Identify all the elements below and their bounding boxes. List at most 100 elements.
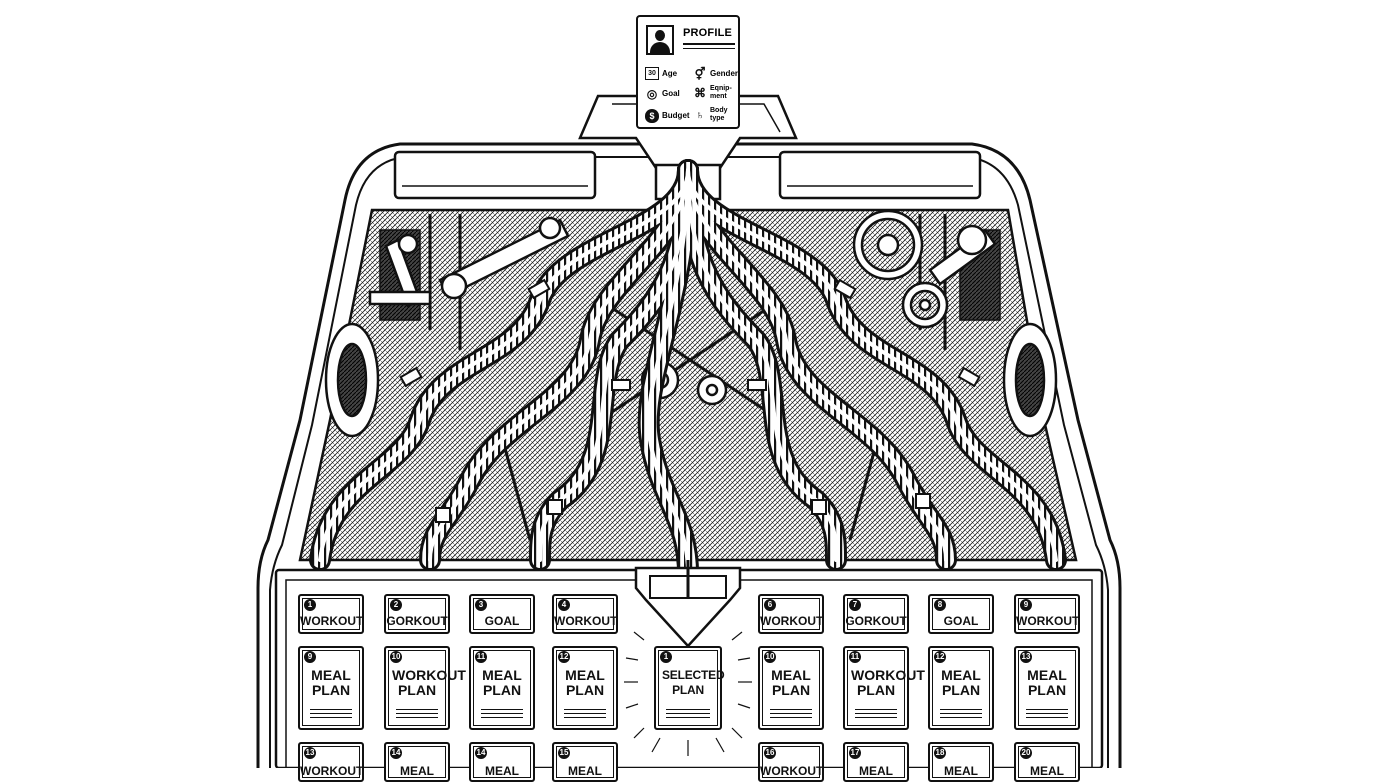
card-number-badge: 4 — [558, 599, 570, 611]
card-label: MEAL — [485, 764, 519, 778]
body-type-icon: ♄ — [695, 108, 705, 122]
conveyor-tracks — [309, 159, 1067, 591]
card-text-lines — [855, 706, 897, 718]
card-number-badge: 11 — [849, 651, 861, 663]
card-label: MEAL — [400, 764, 434, 778]
card-number-badge: 13 — [1020, 651, 1032, 663]
card-label: WORKOUT PLAN — [851, 667, 925, 698]
card-number-badge: 16 — [764, 747, 776, 759]
card-number-badge: 9 — [1020, 599, 1032, 611]
gender-icon: ⚥ — [694, 67, 706, 81]
card-label: GORKOUT — [386, 614, 448, 628]
card-number-badge: 3 — [475, 599, 487, 611]
card-number-badge: 7 — [849, 599, 861, 611]
card-label: WORKOUT — [760, 614, 824, 628]
card-label: MEAL PLAN — [482, 667, 522, 698]
card-number-badge: 10 — [764, 651, 776, 663]
card-number-badge: 20 — [1020, 747, 1032, 759]
card-number-badge: 1 — [304, 599, 316, 611]
card-number-badge: 18 — [934, 747, 946, 759]
target-icon: ◎ — [646, 87, 658, 101]
card-text-lines — [940, 706, 982, 718]
calendar-icon: 30 — [645, 67, 659, 80]
inner-cavity — [298, 208, 1078, 562]
card-number-badge: 1 — [660, 651, 672, 663]
profile-field-goal: ◎ Goal — [646, 87, 680, 101]
card-label: MEAL PLAN — [771, 667, 811, 698]
card-label: WORKOUT — [760, 764, 824, 778]
card-number-badge: 9 — [304, 651, 316, 663]
card-text-lines — [310, 706, 352, 718]
profile-field-body-type: ♄ Body type — [693, 107, 728, 123]
profile-field-gender: ⚥ Gender — [694, 67, 739, 81]
card-number-badge: 12 — [558, 651, 570, 663]
card-number-badge: 13 — [304, 747, 316, 759]
profile-field-age: 30 Age — [645, 67, 677, 80]
profile-field-budget: $ Budget — [645, 109, 690, 123]
card-text-lines — [666, 706, 710, 718]
card-text-lines — [564, 706, 606, 718]
card-label: MEAL — [568, 764, 602, 778]
card-label: SELECTED PLAN — [662, 668, 725, 697]
card-label: WORKOUT — [300, 764, 364, 778]
card-label: MEAL PLAN — [941, 667, 981, 698]
profile-title: PROFILE — [683, 27, 733, 39]
equipment-icon: ⌘ — [694, 86, 706, 100]
profile-text-lines — [683, 43, 735, 52]
card-number-badge: 14 — [475, 747, 487, 759]
card-label: WORKOUT — [1016, 614, 1080, 628]
selected-glow — [624, 631, 752, 756]
card-number-badge: 14 — [390, 747, 402, 759]
gear-icon — [640, 209, 949, 406]
card-label: MEAL — [944, 764, 978, 778]
card-number-badge: 15 — [558, 747, 570, 759]
card-label: MEAL — [1030, 764, 1064, 778]
card-label: GOAL — [484, 614, 520, 628]
card-number-badge: 6 — [764, 599, 776, 611]
card-number-badge: 11 — [475, 651, 487, 663]
card-text-lines — [481, 706, 523, 718]
card-number-badge: 17 — [849, 747, 861, 759]
card-text-lines — [770, 706, 812, 718]
card-text-lines — [1026, 706, 1068, 718]
money-bag-icon: $ — [645, 109, 659, 123]
card-number-badge: 2 — [390, 599, 402, 611]
profile-field-equipment: ⌘ Eqnip- ment — [694, 85, 732, 100]
card-label: MEAL PLAN — [1027, 667, 1067, 698]
card-label: MEAL PLAN — [565, 667, 605, 698]
card-label: MEAL PLAN — [311, 667, 351, 698]
user-avatar-icon — [646, 25, 674, 55]
card-label: WORKOUT PLAN — [392, 667, 466, 698]
card-number-badge: 10 — [390, 651, 402, 663]
card-label: WORKOUT — [300, 614, 364, 628]
card-number-badge: 8 — [934, 599, 946, 611]
card-label: GOAL — [943, 614, 979, 628]
card-label: WORKOUT — [554, 614, 618, 628]
card-text-lines — [396, 706, 438, 718]
